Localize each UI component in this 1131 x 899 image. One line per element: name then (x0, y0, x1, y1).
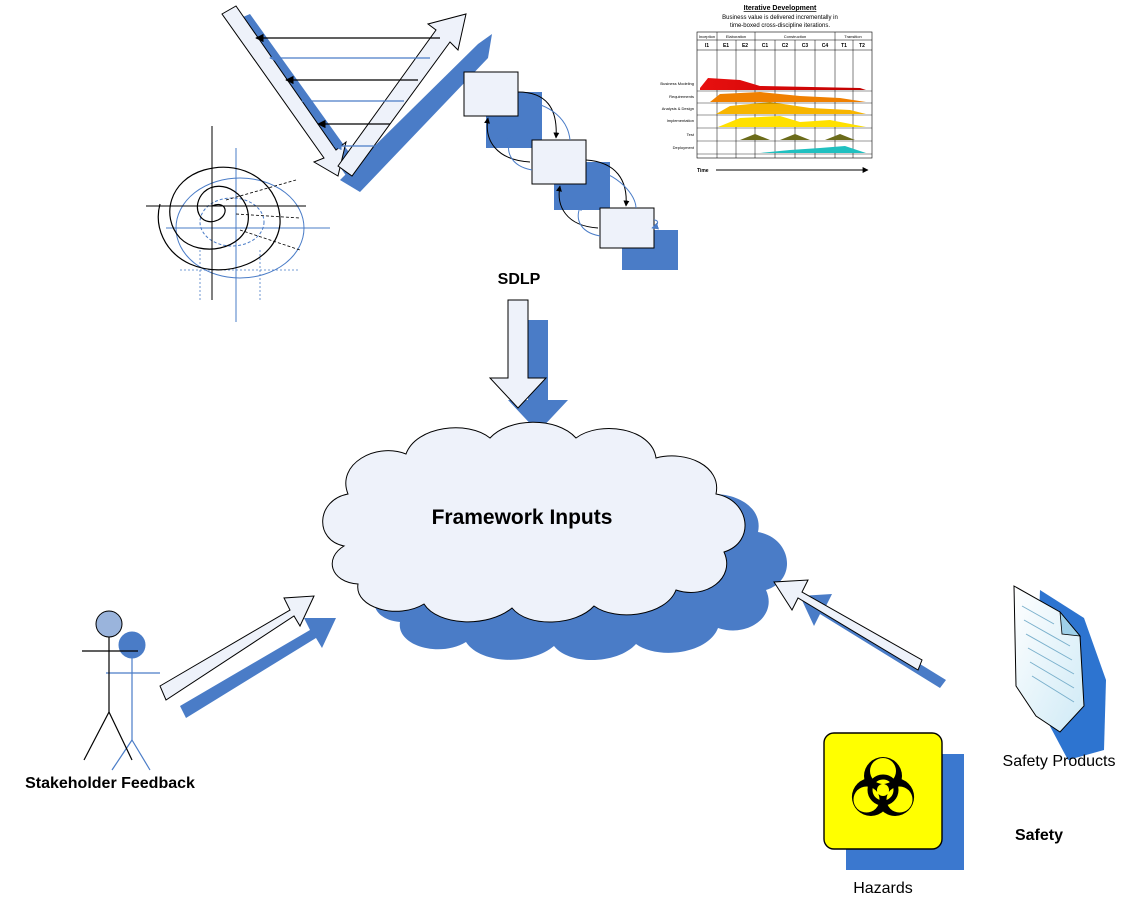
discipline-label: Analysis & Design (662, 106, 694, 111)
stakeholder-arrow (159, 595, 336, 718)
biohazard-icon (851, 757, 915, 816)
iteration-label: E2 (742, 43, 748, 49)
rup-title: Iterative Development (744, 5, 817, 12)
framework-inputs-label: Framework Inputs (432, 506, 613, 529)
v-model-diagram (221, 5, 492, 192)
v-left-arrow (221, 5, 347, 177)
hazards-biohazard-icon (823, 732, 964, 870)
rup-time-label: Time (697, 168, 709, 174)
stakeholder-head (95, 610, 123, 638)
discipline-label: Business Modeling (660, 81, 694, 86)
stakeholder-figures (82, 610, 160, 771)
iteration-label: C2 (782, 43, 789, 49)
step-box-3 (599, 207, 655, 249)
sdlp-down-arrow (488, 299, 568, 432)
discipline-label: Implementation (667, 118, 694, 123)
framework-inputs-cloud: Framework Inputs (322, 421, 788, 661)
phase-label: Construction (784, 34, 806, 39)
rup-subtitle-2: time-boxed cross-discipline iterations. (730, 23, 830, 29)
iteration-label: C1 (762, 43, 769, 49)
safety-products-document-icon (1013, 585, 1106, 760)
iteration-label: E1 (723, 43, 729, 49)
iteration-label: T2 (859, 43, 865, 49)
step-box-2 (531, 139, 587, 185)
safety-arrow (773, 579, 946, 688)
cloud-body (322, 421, 746, 623)
v-right-arrow (337, 13, 467, 177)
waterfall-steps (463, 71, 678, 270)
phase-label: Transition (844, 34, 861, 39)
discipline-label: Deployment (673, 145, 695, 150)
step-box-1 (463, 71, 519, 117)
discipline-label: Test (687, 132, 695, 137)
safety-label: Safety (1015, 827, 1063, 844)
iterative-development-chart: Iterative Development Business value is … (660, 5, 873, 174)
spiral-model-diagram (146, 126, 330, 322)
discipline-label: Requirements (669, 94, 694, 99)
hazards-label: Hazards (853, 880, 913, 897)
phase-label: Inception (699, 34, 715, 39)
rup-subtitle-1: Business value is delivered incrementall… (722, 15, 838, 21)
phase-label: Elaboration (726, 34, 746, 39)
stakeholder-feedback-label: Stakeholder Feedback (25, 775, 195, 792)
iteration-label: C3 (802, 43, 809, 49)
sdlp-label: SDLP (498, 271, 541, 288)
iteration-label: T1 (841, 43, 847, 49)
v-right-shadow (340, 34, 492, 192)
iteration-label: C4 (822, 43, 829, 49)
stakeholder-head-blue (118, 631, 146, 659)
iteration-label: I1 (705, 43, 709, 49)
safety-products-label: Safety Products (1003, 753, 1116, 770)
